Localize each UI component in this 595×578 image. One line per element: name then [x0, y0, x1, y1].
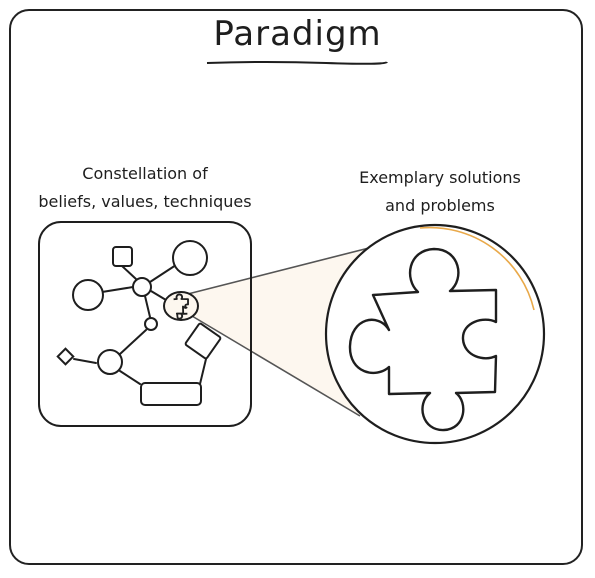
constellation-nodes: [56, 240, 222, 406]
node-small-square: [112, 246, 133, 267]
constellation-caption: Constellation of beliefs, values, techni…: [14, 160, 276, 216]
constellation-caption-line-2: beliefs, values, techniques: [38, 192, 252, 211]
link-small-circle-to-lower-circle: [119, 329, 147, 355]
link-square-to-hub: [121, 265, 137, 280]
constellation-links: [73, 264, 207, 385]
title-underline: [206, 61, 388, 65]
exemplars-caption: Exemplary solutions and problems: [336, 164, 544, 220]
exemplars-caption-line-1: Exemplary solutions: [359, 168, 521, 187]
link-diamond-to-lower-circle: [73, 358, 97, 364]
paradigm-frame: [9, 9, 583, 565]
link-hub-to-big-circle: [149, 264, 177, 283]
node-tilted-square: [184, 322, 222, 360]
zoom-circle-highlight: [419, 226, 535, 311]
link-rect-to-tilted-square: [199, 358, 207, 385]
node-small-circle: [144, 317, 158, 331]
node-diamond: [56, 347, 75, 366]
link-hub-to-puzzle-node: [150, 290, 167, 301]
node-puzzle-highlight: [163, 291, 199, 321]
node-left-circle: [72, 279, 104, 311]
node-big-circle: [172, 240, 208, 276]
link-hub-to-small-circle: [144, 295, 151, 318]
constellation-box: [38, 221, 252, 427]
puzzle-piece-icon: [173, 293, 189, 320]
constellation-caption-line-1: Constellation of: [82, 164, 208, 183]
node-lower-circle: [97, 349, 123, 375]
node-hub-circle: [132, 277, 152, 297]
zoom-line-bottom: [191, 315, 361, 417]
link-lower-circle-to-rect: [119, 370, 141, 385]
link-left-circle-to-hub: [101, 286, 134, 293]
exemplars-caption-line-2: and problems: [385, 196, 495, 215]
node-rounded-rect: [140, 382, 202, 406]
page-title: Paradigm: [213, 14, 382, 54]
puzzle-piece-large-icon: [348, 247, 498, 432]
